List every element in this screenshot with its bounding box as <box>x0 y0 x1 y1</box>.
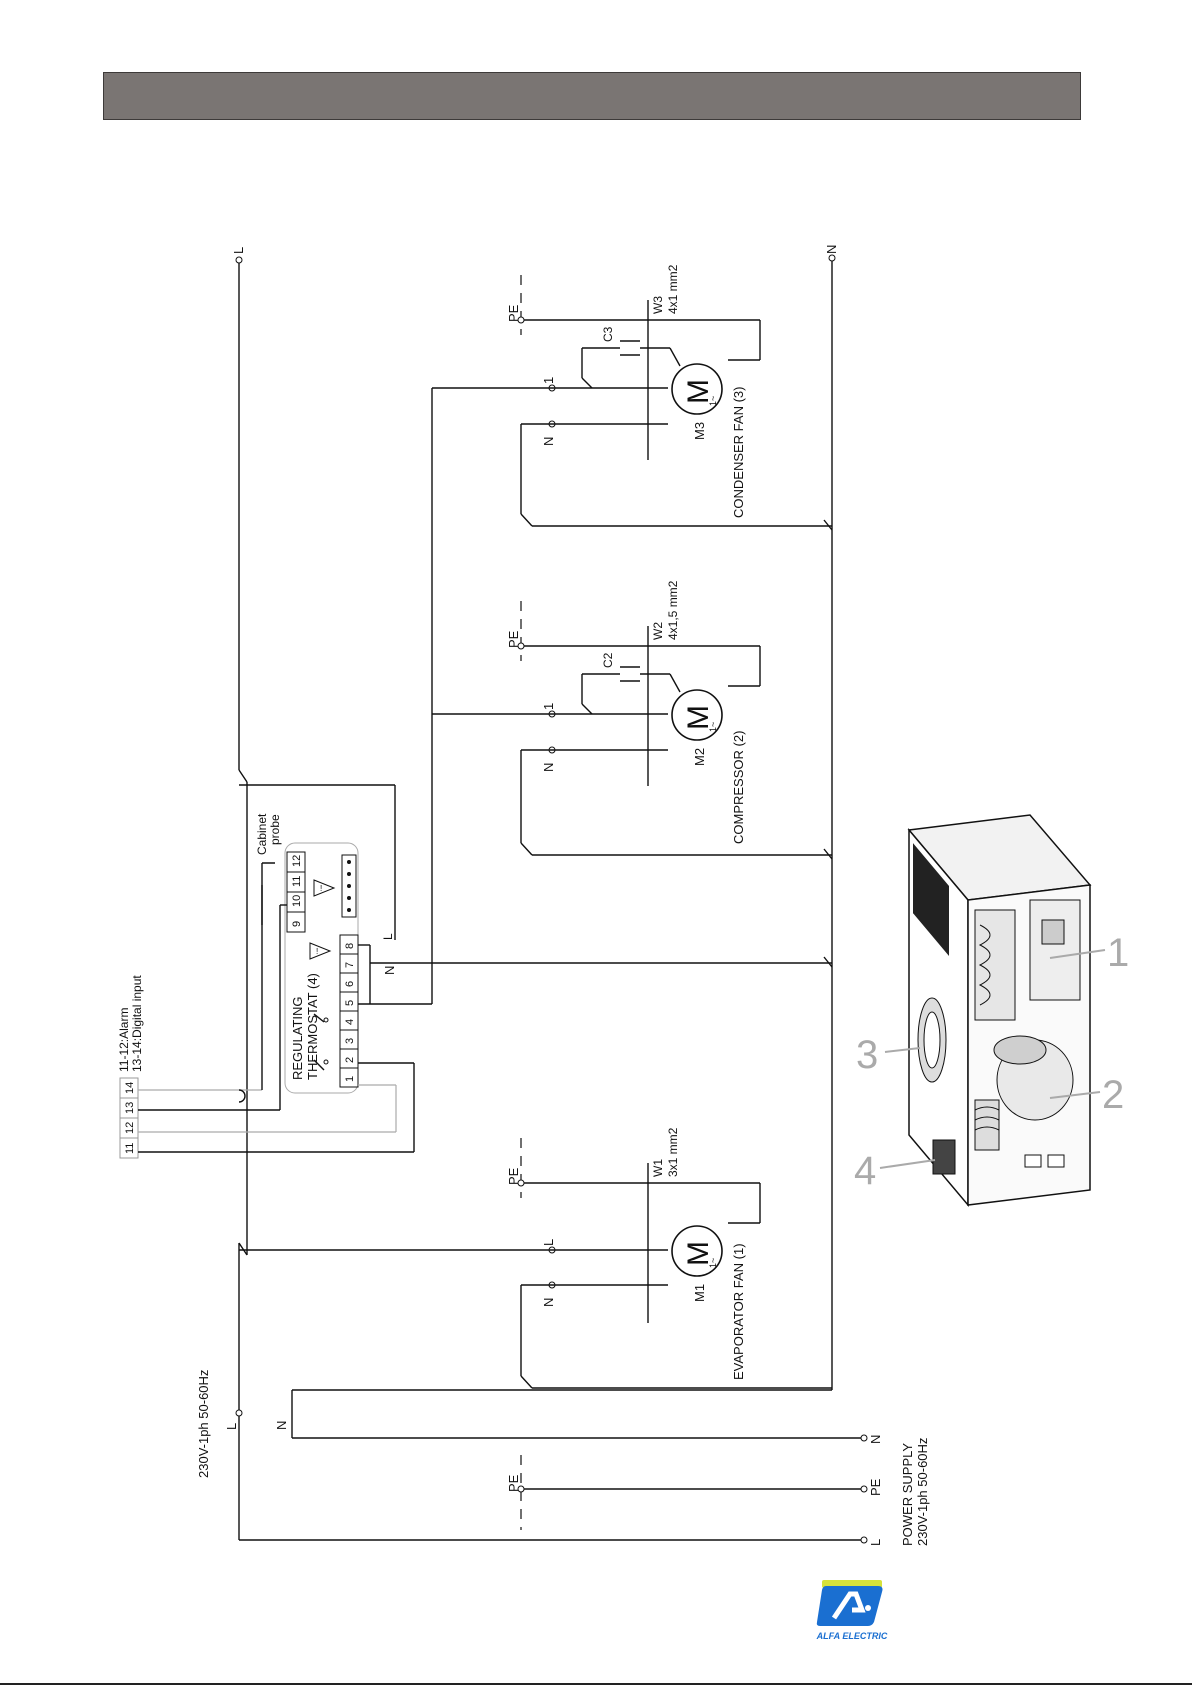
motor-icon <box>671 1225 723 1277</box>
feed-pin: 1 <box>541 377 556 384</box>
n-pin: N <box>541 1298 556 1307</box>
warning-glyph-2: ! <box>316 947 318 956</box>
logo-text: ALFA ELECTRIC <box>816 1631 888 1641</box>
probe-label-2: probe <box>268 814 282 845</box>
thermostat-terminal-5: 5 <box>344 1000 356 1006</box>
motor-id: M2 <box>692 748 707 766</box>
supply-PE-left: PE <box>506 1474 521 1492</box>
motor-icon <box>671 363 723 415</box>
supply-spec-left: 230V-1ph 50-60Hz <box>196 1370 211 1478</box>
pe-label: PE <box>506 630 521 648</box>
thermostat-line2: THERMOSTAT (4) <box>305 973 320 1080</box>
callout-1: 1 <box>1107 931 1129 975</box>
wire-id: W2 <box>651 622 665 640</box>
wire-spec: 4x1 mm2 <box>666 264 680 314</box>
n-pin: N <box>541 763 556 772</box>
motor-icon <box>671 689 723 741</box>
probe-terminal-12: 12 <box>291 855 303 867</box>
terminal-12: 12 <box>124 1122 136 1134</box>
warning-icon <box>309 942 332 960</box>
callout-3: 3 <box>856 1033 878 1077</box>
thermostat-terminal-2: 2 <box>344 1057 356 1063</box>
rail-N-top: N <box>824 245 839 254</box>
motor-phase: 1~ <box>708 1258 718 1268</box>
motor-symbol: M <box>682 379 715 404</box>
callout-4: 4 <box>854 1149 876 1193</box>
rail-L-top: L <box>231 247 246 254</box>
probe-terminal-9: 9 <box>291 921 303 927</box>
supply-L-right: L <box>868 1539 883 1546</box>
main-rails <box>235 254 868 1544</box>
thermostat-terminal-8: 8 <box>344 943 356 949</box>
feed-pin: 1 <box>541 703 556 710</box>
motor-symbol: M <box>682 705 715 730</box>
digital-input-legend: 13-14:Digital input <box>130 975 144 1072</box>
thermostat-L: L <box>381 933 395 940</box>
motor-id: M1 <box>692 1284 707 1302</box>
callout-2: 2 <box>1102 1073 1124 1117</box>
n-pin: N <box>541 437 556 446</box>
pe-label: PE <box>506 304 521 322</box>
unit-illustration: 1 2 3 4 <box>854 814 1129 1208</box>
alarm-terminal-block: 11 12 13 14 11-12:Alarm 13-14:Digital in… <box>117 975 414 1159</box>
header-bar <box>103 72 1081 120</box>
thermostat-terminal-7: 7 <box>344 962 356 968</box>
power-supply-spec: 230V-1ph 50-60Hz <box>915 1438 930 1546</box>
terminal-11: 11 <box>124 1143 136 1154</box>
thermostat-line1: REGULATING <box>290 996 305 1080</box>
thermostat-terminal-6: 6 <box>344 981 356 987</box>
wire-id: W3 <box>651 296 665 314</box>
thermostat-terminal-4: 4 <box>344 1019 356 1025</box>
thermostat-terminal-1: 1 <box>344 1076 356 1082</box>
probe-terminals: 9 10 11 12 <box>287 855 305 933</box>
probe-terminal-10: 10 <box>291 895 303 907</box>
motor-symbol: M <box>682 1241 715 1266</box>
capacitor-label: C3 <box>601 326 615 342</box>
supply-PE-right: PE <box>868 1478 883 1496</box>
pe-label: PE <box>506 1167 521 1185</box>
probe-label-1: Cabinet <box>255 813 269 855</box>
probe-terminal-11: 11 <box>291 876 303 887</box>
rail-L-mid: L <box>224 1423 239 1430</box>
motor-id: M3 <box>692 422 707 440</box>
alarm-legend: 11-12:Alarm <box>117 1008 131 1072</box>
motor-name: EVAPORATOR FAN (1) <box>731 1243 746 1380</box>
motor-phase: 1~ <box>708 722 718 732</box>
bottom-rule <box>0 1683 1192 1685</box>
warning-glyph: ! <box>320 884 322 893</box>
wire-spec: 4x1,5 mm2 <box>666 580 680 640</box>
terminal-14: 14 <box>124 1082 136 1094</box>
supply-N-right: N <box>868 1435 883 1444</box>
power-supply-label: POWER SUPPLY <box>900 1443 915 1546</box>
motor-phase: 1~ <box>708 396 718 406</box>
alfa-electric-logo: ALFA ELECTRIC <box>816 1580 888 1641</box>
thermostat-terminals: 1 2 3 4 5 6 7 8 <box>340 943 358 1088</box>
thermostat-terminal-3: 3 <box>344 1038 356 1044</box>
feed-pin: L <box>541 1239 556 1246</box>
wire-id: W1 <box>651 1159 665 1177</box>
rail-N-mid: N <box>274 1421 289 1430</box>
motor-name: CONDENSER FAN (3) <box>731 387 746 518</box>
warning-icon <box>313 879 336 897</box>
capacitor-label: C2 <box>601 652 615 668</box>
terminal-13: 13 <box>124 1102 136 1114</box>
wire-spec: 3x1 mm2 <box>666 1127 680 1177</box>
thermostat-N: N <box>382 966 397 975</box>
motor-name: COMPRESSOR (2) <box>731 731 746 844</box>
